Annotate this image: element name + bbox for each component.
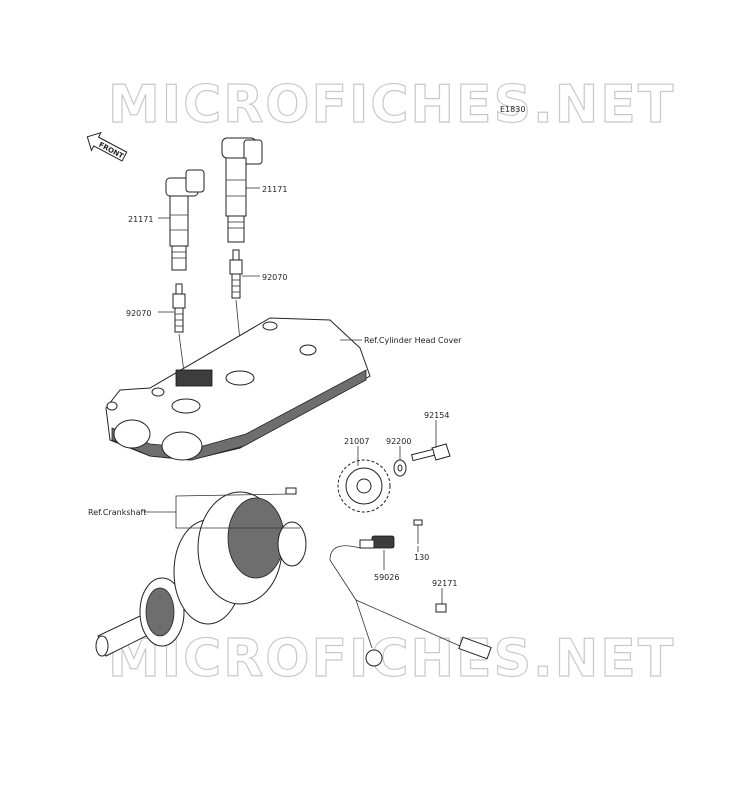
label-washer: 92200 — [386, 437, 411, 446]
label-ref-cover: Ref.Cylinder Head Cover — [364, 336, 462, 345]
bolt — [410, 443, 451, 462]
washer — [393, 459, 407, 477]
cylinder-head-cover — [105, 317, 371, 461]
ignition-coil-right — [221, 137, 263, 243]
label-plug-right: 92070 — [262, 273, 287, 282]
label-coil-left: 21171 — [128, 215, 153, 224]
diagram-code: E1830 — [500, 105, 525, 114]
label-clamp: 92171 — [432, 579, 457, 588]
timing-rotor — [337, 459, 391, 513]
label-bolt: 92154 — [424, 411, 449, 420]
label-sensor: 59026 — [374, 573, 399, 582]
label-coil-right: 21171 — [262, 185, 287, 194]
crankshaft — [95, 487, 307, 657]
label-plug-left: 92070 — [126, 309, 151, 318]
screw — [413, 519, 423, 544]
label-ref-crank: Ref.Crankshaft — [88, 508, 146, 517]
label-rotor: 21007 — [344, 437, 369, 446]
crank-sensor — [359, 535, 395, 549]
spark-plug-left — [172, 283, 186, 333]
wiring-harness — [329, 545, 492, 667]
watermark-bottom: MICROFICHES.NET — [108, 629, 675, 689]
spark-plug-right — [229, 249, 243, 299]
ignition-coil-left — [165, 169, 205, 271]
label-screw: 130 — [414, 553, 429, 562]
watermark-top: MICROFICHES.NET — [108, 75, 675, 135]
